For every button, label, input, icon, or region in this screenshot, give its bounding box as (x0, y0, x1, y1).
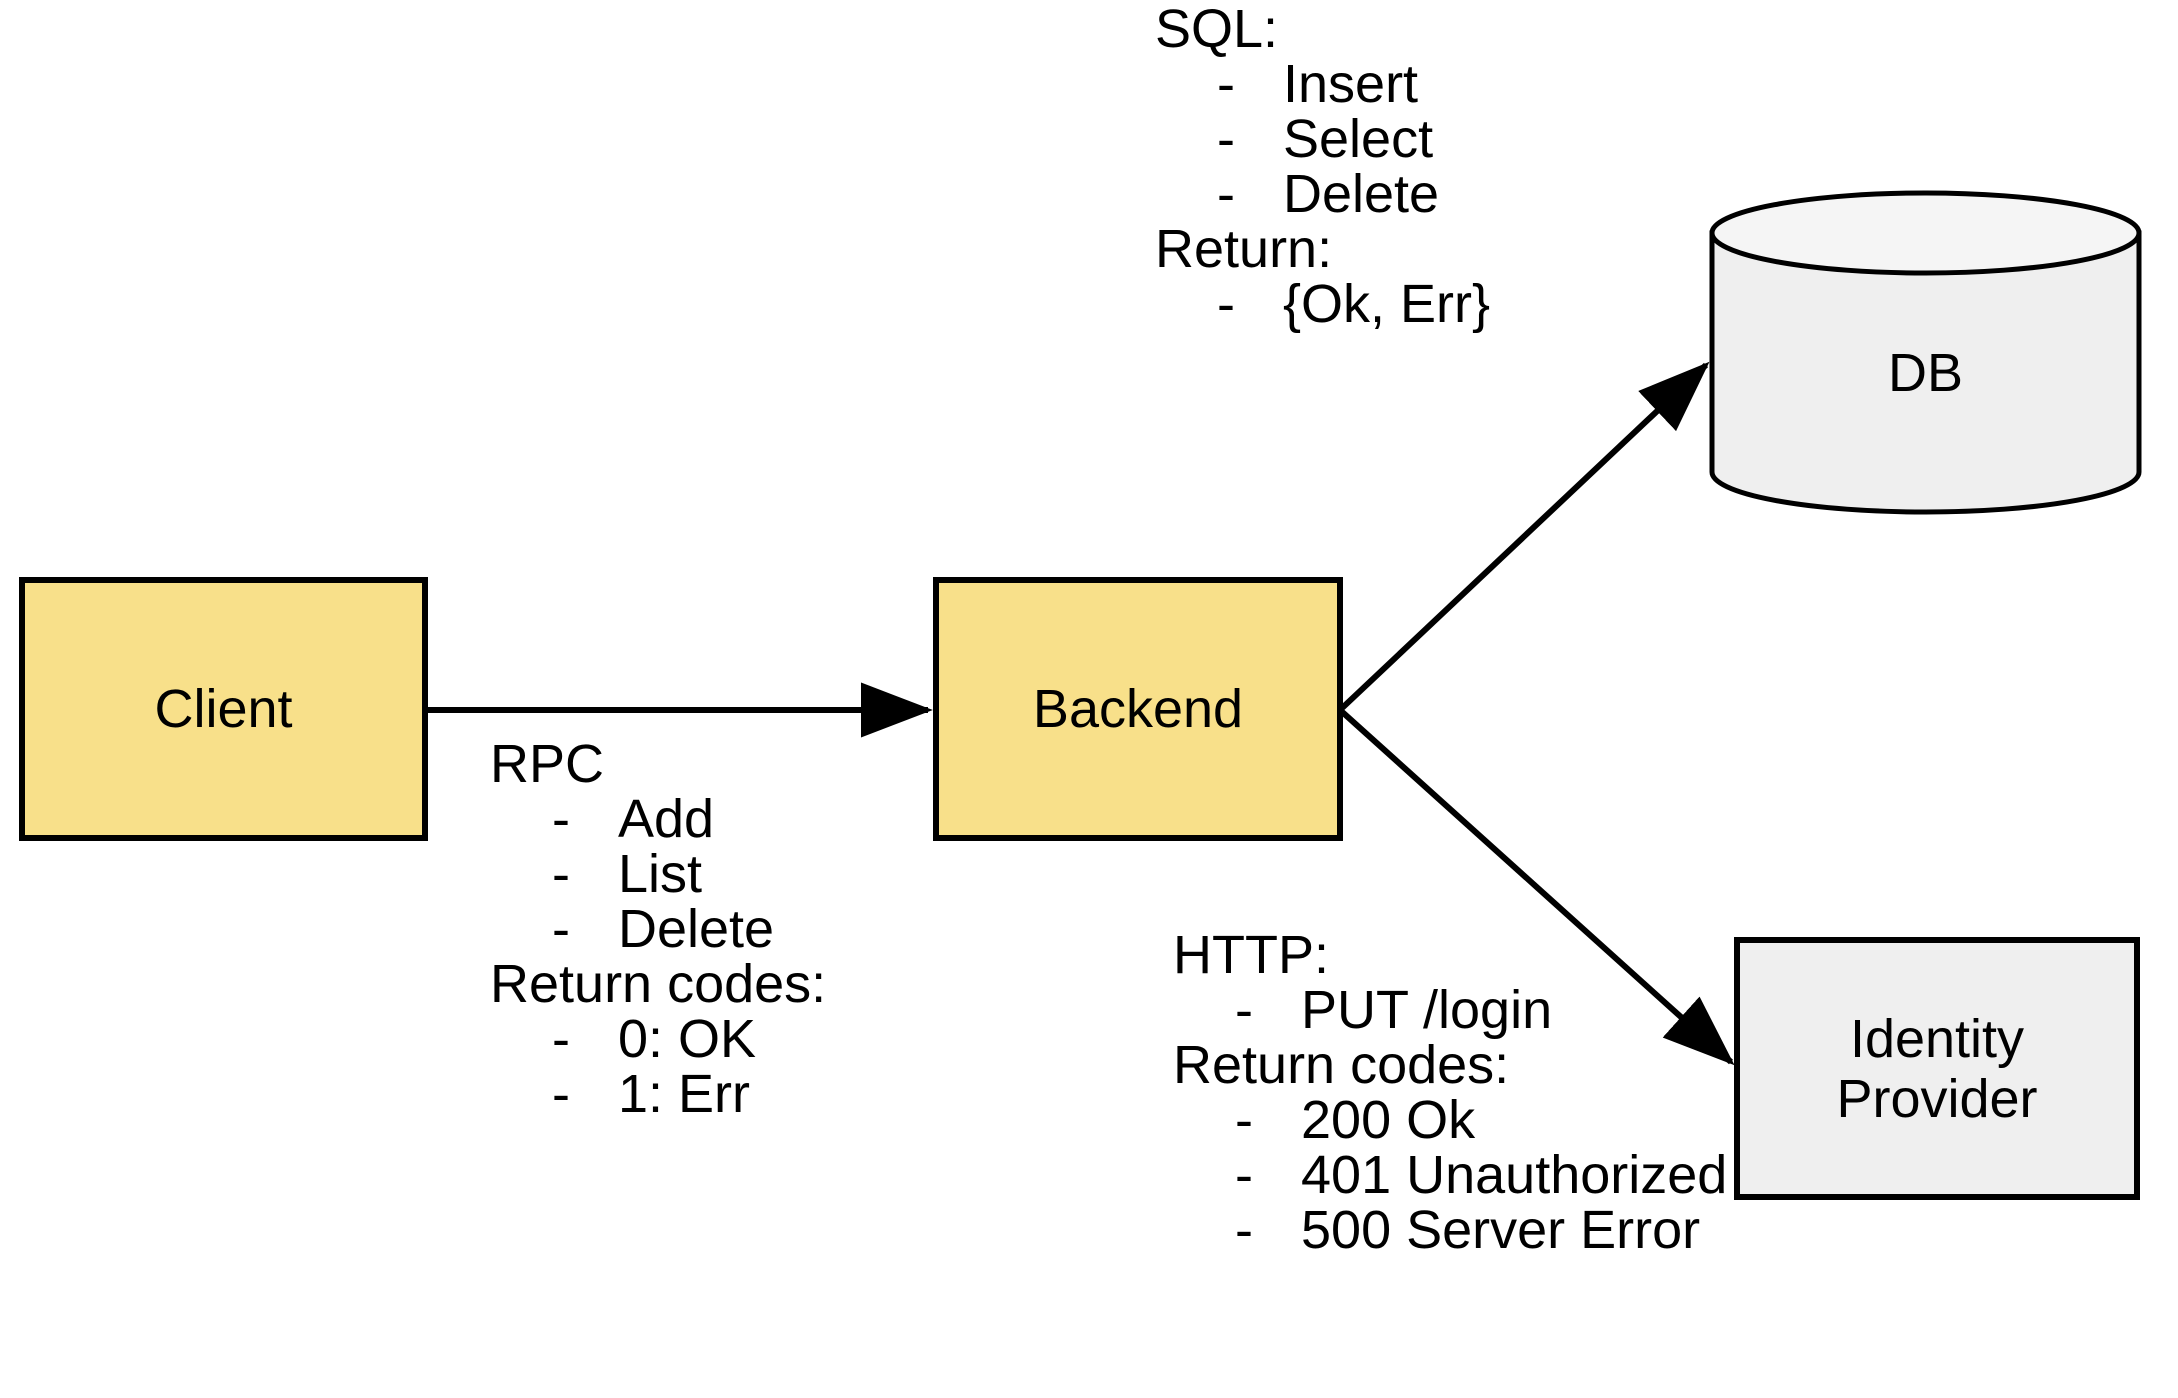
annotation-rpc-item-text: Delete (618, 899, 775, 959)
annotation-http-item-text: 401 Unauthorized (1301, 1145, 1728, 1205)
bullet-dash-icon: - (1217, 54, 1235, 114)
node-backend-shape[interactable] (933, 577, 1343, 841)
annotation-http: HTTP: - PUT /login Return codes: - 200 O… (1173, 928, 1727, 1258)
bullet-dash-icon: - (1217, 109, 1235, 169)
annotation-rpc-line-6: - 1: Err (490, 1067, 826, 1122)
bullet-dash-icon: - (1217, 274, 1235, 334)
node-db-shape[interactable] (1709, 190, 2142, 515)
bullet-dash-icon: - (552, 789, 570, 849)
bullet-dash-icon: - (1235, 1090, 1253, 1150)
annotation-sql-line-4: Return: (1155, 219, 1333, 279)
edge-backend-to-identity-provider (1337, 707, 1735, 1066)
bullet-dash-icon: - (552, 1009, 570, 1069)
bullet-dash-icon: - (552, 844, 570, 904)
annotation-sql-line-3: - Delete (1155, 167, 1490, 222)
annotation-sql-line-0: SQL: (1155, 0, 1279, 59)
bullet-dash-icon: - (552, 1064, 570, 1124)
annotation-sql-item-text: Delete (1283, 164, 1440, 224)
node-identity-provider-shape[interactable] (1734, 937, 2140, 1200)
annotation-rpc-line-4: Return codes: (490, 954, 827, 1014)
annotation-http-item-text: 500 Server Error (1301, 1200, 1701, 1260)
annotation-rpc-item-text: 1: Err (618, 1064, 751, 1124)
annotation-rpc-line-0: RPC (490, 734, 605, 794)
annotation-rpc-item-text: 0: OK (618, 1009, 757, 1069)
annotation-sql-item-text: Insert (1283, 54, 1419, 114)
annotation-sql-line-1: - Insert (1155, 57, 1490, 112)
annotation-http-line-0: HTTP: (1173, 925, 1329, 985)
annotation-sql-item-text: {Ok, Err} (1283, 274, 1491, 334)
annotation-rpc: RPC - Add - List - Delete Return codes: … (490, 737, 826, 1122)
annotation-http-line-1: - PUT /login (1173, 983, 1727, 1038)
annotation-sql-item-text: Select (1283, 109, 1434, 169)
annotation-rpc-item-text: Add (618, 789, 715, 849)
annotation-rpc-line-1: - Add (490, 792, 826, 847)
bullet-dash-icon: - (1235, 980, 1253, 1040)
annotation-http-line-5: - 500 Server Error (1173, 1203, 1727, 1258)
annotation-sql-line-2: - Select (1155, 112, 1490, 167)
annotation-rpc-line-5: - 0: OK (490, 1012, 826, 1067)
bullet-dash-icon: - (1235, 1145, 1253, 1205)
annotation-sql: SQL: - Insert - Select - Delete Return: … (1155, 2, 1490, 332)
bullet-dash-icon: - (1235, 1200, 1253, 1260)
annotation-sql-line-5: - {Ok, Err} (1155, 277, 1490, 332)
edge-backend-to-db (1337, 361, 1710, 713)
node-client-shape[interactable] (19, 577, 428, 841)
annotation-http-line-4: - 401 Unauthorized (1173, 1148, 1727, 1203)
bullet-dash-icon: - (1217, 164, 1235, 224)
annotation-rpc-line-2: - List (490, 847, 826, 902)
annotation-http-item-text: PUT /login (1301, 980, 1553, 1040)
annotation-rpc-line-3: - Delete (490, 902, 826, 957)
annotation-rpc-item-text: List (618, 844, 703, 904)
annotation-http-item-text: 200 Ok (1301, 1090, 1476, 1150)
bullet-dash-icon: - (552, 899, 570, 959)
annotation-http-line-3: - 200 Ok (1173, 1093, 1727, 1148)
annotation-http-line-2: Return codes: (1173, 1035, 1510, 1095)
